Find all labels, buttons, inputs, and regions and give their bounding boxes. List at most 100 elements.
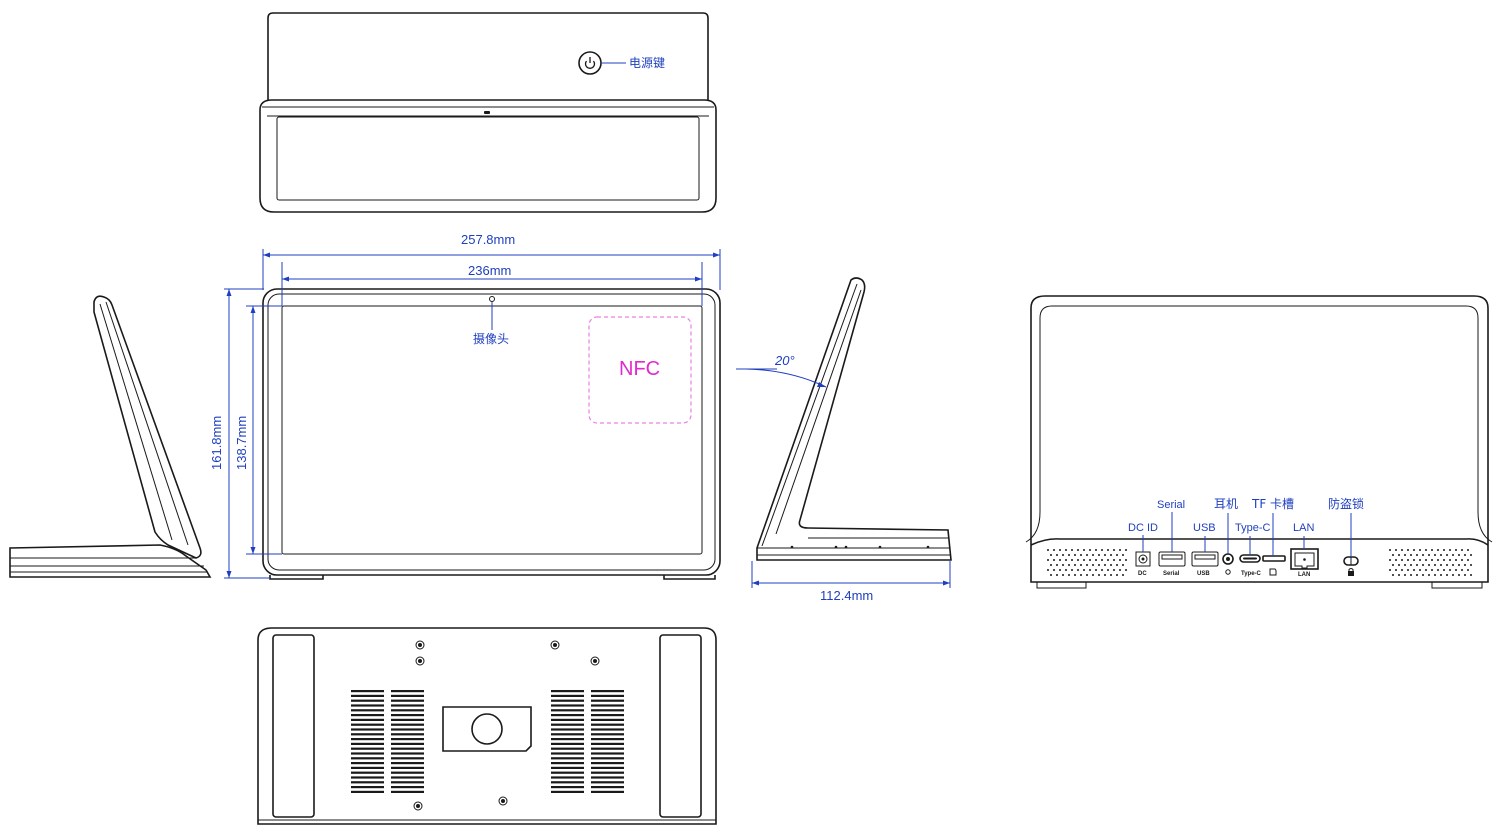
speaker-hole — [1428, 574, 1430, 576]
speaker-hole — [1458, 574, 1460, 576]
speaker-hole — [1062, 564, 1064, 566]
vent-slot — [591, 699, 624, 702]
speaker-hole — [1053, 559, 1055, 561]
speaker-hole — [1089, 549, 1091, 551]
speaker-hole — [1407, 569, 1409, 571]
speaker-grille-left — [1047, 549, 1127, 576]
speaker-hole — [1452, 554, 1454, 556]
lan-port — [1290, 548, 1319, 570]
speaker-hole — [1395, 559, 1397, 561]
vent-slot — [591, 728, 624, 731]
top-view: 电源键 — [259, 12, 717, 213]
speaker-hole — [1086, 574, 1088, 576]
speaker-hole — [1077, 559, 1079, 561]
speaker-hole — [1086, 554, 1088, 556]
speaker-hole — [1392, 554, 1394, 556]
vent-slot — [351, 766, 384, 769]
vent-slot — [551, 709, 584, 712]
vent-slot — [391, 714, 424, 717]
speaker-hole — [1455, 549, 1457, 551]
speaker-hole — [1107, 549, 1109, 551]
speaker-hole — [1119, 559, 1121, 561]
nfc-label: NFC — [619, 358, 660, 380]
speaker-hole — [1419, 559, 1421, 561]
speaker-hole — [1101, 549, 1103, 551]
speaker-hole — [1443, 569, 1445, 571]
power-key-label: 电源键 — [629, 56, 665, 70]
speaker-hole — [1107, 569, 1109, 571]
speaker-hole — [1404, 554, 1406, 556]
vent-slot — [391, 690, 424, 693]
speaker-hole — [1092, 554, 1094, 556]
speaker-hole — [1410, 554, 1412, 556]
speaker-hole — [1407, 549, 1409, 551]
vent-slot — [591, 757, 624, 760]
speaker-hole — [1056, 574, 1058, 576]
speaker-hole — [1077, 549, 1079, 551]
angle-label: 20° — [774, 353, 795, 368]
speaker-hole — [1095, 549, 1097, 551]
speaker-hole — [1125, 569, 1127, 571]
type-c-port — [1239, 554, 1261, 563]
vent-slot — [551, 714, 584, 717]
speaker-hole — [1110, 554, 1112, 556]
speaker-hole — [1413, 559, 1415, 561]
vent-slot — [391, 742, 424, 745]
vent-slot — [391, 718, 424, 721]
speaker-hole — [1449, 569, 1451, 571]
speaker-hole — [1395, 569, 1397, 571]
speaker-hole — [1059, 569, 1061, 571]
speaker-hole — [1125, 559, 1127, 561]
earphone-jack — [1222, 553, 1234, 565]
speaker-hole — [1461, 549, 1463, 551]
speaker-hole — [1431, 549, 1433, 551]
vesa-mount — [442, 706, 532, 752]
speaker-hole — [1065, 569, 1067, 571]
speaker-hole — [1470, 574, 1472, 576]
speaker-hole — [1431, 569, 1433, 571]
speaker-hole — [1434, 564, 1436, 566]
vent-slot — [551, 694, 584, 697]
speaker-hole — [1047, 549, 1049, 551]
speaker-hole — [1098, 554, 1100, 556]
speaker-hole — [1416, 564, 1418, 566]
vent-slot — [551, 690, 584, 693]
speaker-hole — [1116, 574, 1118, 576]
vent-slot — [391, 723, 424, 726]
speaker-hole — [1437, 569, 1439, 571]
vent-slot — [591, 704, 624, 707]
vent-slot — [591, 709, 624, 712]
speaker-hole — [1059, 559, 1061, 561]
speaker-hole — [1050, 564, 1052, 566]
speaker-hole — [1065, 559, 1067, 561]
vent-slot — [551, 757, 584, 760]
vent-slot — [551, 738, 584, 741]
vent-slot — [351, 762, 384, 765]
speaker-hole — [1401, 549, 1403, 551]
speaker-hole — [1080, 564, 1082, 566]
speaker-hole — [1389, 569, 1391, 571]
left-side-view — [9, 295, 212, 578]
bottom-view — [257, 627, 717, 825]
speaker-hole — [1401, 559, 1403, 561]
speaker-hole — [1068, 564, 1070, 566]
vent-slot — [551, 733, 584, 736]
vent-slot — [551, 699, 584, 702]
speaker-hole — [1101, 569, 1103, 571]
vent-slot — [551, 704, 584, 707]
speaker-hole — [1467, 569, 1469, 571]
vent-slot — [591, 738, 624, 741]
vent-slot — [351, 733, 384, 736]
speaker-hole — [1113, 569, 1115, 571]
vent-slot — [351, 752, 384, 755]
speaker-hole — [1059, 549, 1061, 551]
port-usb: USB — [1193, 522, 1216, 534]
vent-slot — [391, 771, 424, 774]
vent-slot — [591, 694, 624, 697]
speaker-hole — [1074, 574, 1076, 576]
speaker-hole — [1422, 554, 1424, 556]
speaker-hole — [1470, 564, 1472, 566]
vent-slot — [551, 786, 584, 789]
speaker-hole — [1452, 564, 1454, 566]
